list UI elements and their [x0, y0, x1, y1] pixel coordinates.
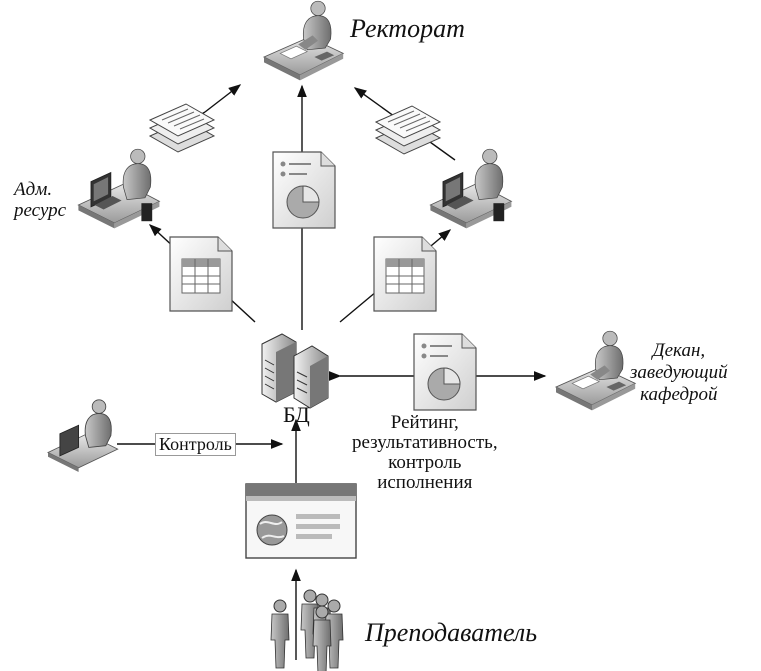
right-user-computer-icon [429, 148, 512, 229]
adm-resource-computer-icon [77, 148, 160, 229]
controller-laptop-icon [47, 399, 119, 473]
teachers-group-icon [270, 589, 344, 671]
dekan-desk-icon [555, 330, 636, 411]
rektorat-label: Ректорат [350, 14, 465, 43]
report-right-icon [413, 333, 477, 411]
report-center-icon [272, 151, 336, 229]
web-portal-icon [245, 483, 357, 559]
rating-label-line4: исполнения [377, 471, 473, 493]
control-label: Контроль [155, 433, 236, 456]
rating-label-line2: результативность, [352, 431, 498, 453]
spreadsheet-right-icon [373, 236, 437, 312]
dekan-label-line3: кафедрой [640, 383, 718, 405]
documents-stack-right-icon [375, 105, 441, 155]
rektorat-desk-icon [263, 0, 344, 81]
adm-label-line2: ресурс [14, 199, 67, 221]
adm-resource-label: Адм. ресурс [14, 179, 67, 222]
spreadsheet-left-icon [169, 236, 233, 312]
arrow-adm-to-rektorat [204, 84, 242, 113]
documents-stack-left-icon [149, 103, 215, 153]
dekan-label-line2: заведующий [630, 361, 728, 383]
dekan-label: Декан, заведующий кафедрой [630, 340, 728, 406]
rating-label-line3: контроль [388, 451, 462, 473]
rating-label-line1: Рейтинг, [390, 412, 459, 433]
rating-label: Рейтинг, результативность, контроль испо… [352, 413, 498, 493]
database-label: БД [283, 402, 310, 427]
dekan-label-line1: Декан, [652, 340, 706, 361]
database-server-icon [261, 333, 329, 409]
teacher-label: Преподаватель [365, 618, 538, 647]
adm-label-line1: Адм. [14, 179, 53, 200]
